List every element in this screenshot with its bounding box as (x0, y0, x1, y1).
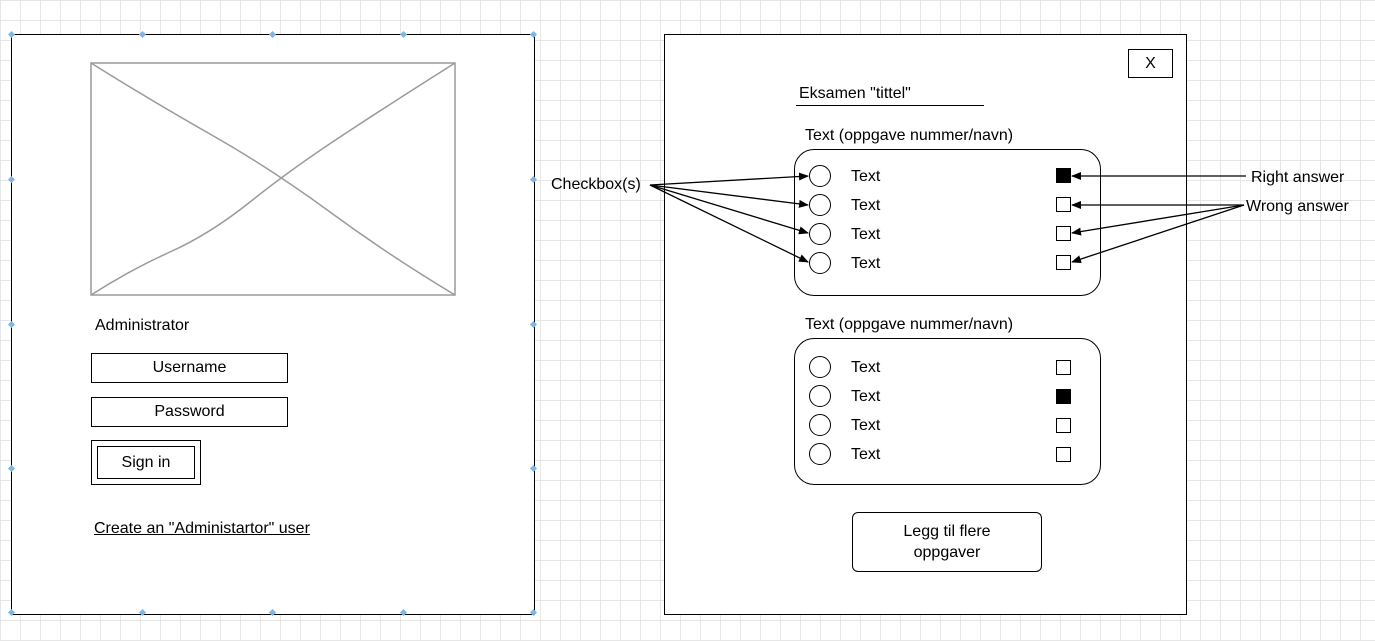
correct-checkbox[interactable] (1056, 197, 1071, 212)
checkbox-arrow (649, 184, 809, 208)
password-field[interactable]: Password (91, 397, 288, 427)
correct-checkbox[interactable] (1056, 255, 1071, 270)
answer-text: Text (851, 359, 881, 376)
correct-checkbox[interactable] (1056, 418, 1071, 433)
correct-checkbox[interactable] (1056, 226, 1071, 241)
checkbox-arrow (649, 172, 809, 186)
answer-text: Text (851, 446, 881, 463)
sign-in-label: Sign in (121, 453, 171, 471)
correct-checkbox[interactable] (1056, 447, 1071, 462)
wrong-answer-annotation: Wrong answer (1246, 198, 1349, 215)
question-box (794, 149, 1101, 296)
question-label: Text (oppgave nummer/navn) (805, 316, 1014, 333)
checkbox-arrow (649, 184, 809, 235)
answer-radio[interactable] (809, 252, 831, 274)
question-box (794, 338, 1101, 485)
close-button[interactable]: X (1128, 49, 1173, 78)
answer-radio[interactable] (809, 223, 831, 245)
wrong-answer-arrow (1071, 204, 1245, 236)
answer-text: Text (851, 226, 881, 243)
answer-radio[interactable] (809, 414, 831, 436)
answer-text: Text (851, 417, 881, 434)
wrong-answer-arrow (1071, 204, 1245, 263)
right-answer-annotation: Right answer (1251, 169, 1345, 186)
answer-text: Text (851, 255, 881, 272)
add-questions-label-line1: Legg til flere (903, 523, 991, 540)
answer-radio[interactable] (809, 165, 831, 187)
create-admin-link[interactable]: Create an "Administartor" user (94, 520, 310, 537)
answer-radio[interactable] (809, 356, 831, 378)
add-questions-label-line2: oppgaver (913, 544, 981, 561)
answer-text: Text (851, 388, 881, 405)
answer-radio[interactable] (809, 194, 831, 216)
question-label: Text (oppgave nummer/navn) (805, 127, 1014, 144)
add-questions-button[interactable]: Legg til flere oppgaver (852, 512, 1042, 572)
answer-text: Text (851, 168, 881, 185)
exam-title-underline (796, 105, 984, 106)
checkboxes-annotation: Checkbox(s) (551, 176, 641, 193)
answer-radio[interactable] (809, 385, 831, 407)
sign-in-button-face[interactable]: Sign in (97, 446, 195, 479)
correct-checkbox[interactable] (1056, 168, 1071, 183)
image-placeholder (90, 62, 456, 296)
sign-in-button[interactable]: Sign in (91, 440, 201, 485)
exam-title: Eksamen "tittel" (799, 85, 911, 102)
checkbox-arrow (649, 184, 809, 263)
correct-checkbox[interactable] (1056, 389, 1071, 404)
answer-radio[interactable] (809, 443, 831, 465)
role-label: Administrator (95, 317, 190, 334)
password-placeholder: Password (154, 403, 225, 420)
close-label: X (1145, 54, 1156, 72)
username-placeholder: Username (152, 359, 227, 376)
answer-text: Text (851, 197, 881, 214)
correct-checkbox[interactable] (1056, 360, 1071, 375)
username-field[interactable]: Username (91, 353, 288, 383)
